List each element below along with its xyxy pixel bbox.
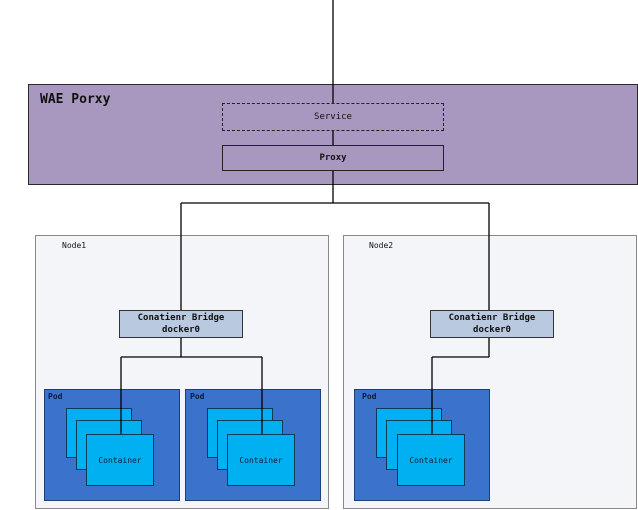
node1-bridge-line2: docker0 xyxy=(162,325,200,335)
proxy-label: Proxy xyxy=(319,153,347,163)
node2-bridge-line2: docker0 xyxy=(473,325,511,335)
proxy-box: Proxy xyxy=(222,145,444,171)
node2-pod-1-container-label: Container xyxy=(409,455,453,465)
node1-pod-1-label: Pod xyxy=(48,392,63,401)
node2-pod-1-label: Pod xyxy=(362,392,377,401)
node1-pod-2-container: Container xyxy=(227,434,295,486)
node2-bridge-line1: Conatienr Bridge xyxy=(448,313,536,323)
node1-label: Node1 xyxy=(62,241,87,250)
node2-label: Node2 xyxy=(369,241,394,250)
node1-bridge: Conatienr Bridge docker0 xyxy=(119,310,243,338)
node1-pod-2-container-label: Container xyxy=(239,455,283,465)
node2-pod-1-container: Container xyxy=(397,434,465,486)
node1-pod-2-label: Pod xyxy=(190,392,205,401)
node2-bridge: Conatienr Bridge docker0 xyxy=(430,310,554,338)
wae-proxy-title: WAE Porxy xyxy=(40,92,111,107)
service-label: Service xyxy=(314,112,352,122)
node1-bridge-line1: Conatienr Bridge xyxy=(137,313,225,323)
node1-pod-1-container-label: Container xyxy=(98,455,142,465)
node1-pod-1-container: Container xyxy=(86,434,154,486)
service-box: Service xyxy=(222,103,444,131)
